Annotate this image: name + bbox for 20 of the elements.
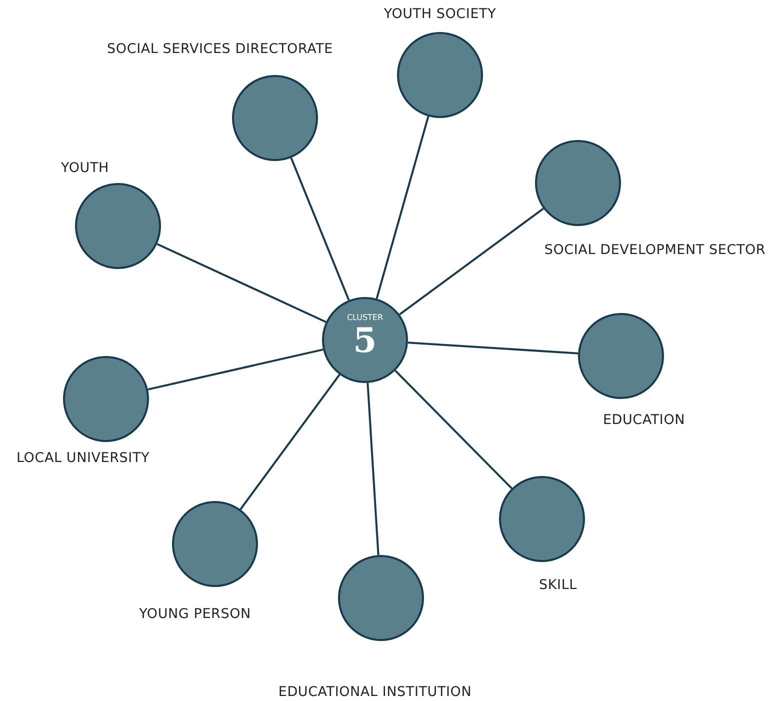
connector-line: [366, 382, 380, 556]
connector-line: [376, 116, 430, 299]
connector-line: [240, 374, 340, 510]
node-label: YOUTH SOCIETY: [384, 6, 496, 22]
node-label: LOCAL UNIVERSITY: [16, 450, 150, 466]
node-label: SOCIAL DEVELOPMENT SECTOR: [544, 242, 766, 258]
connector-line: [156, 243, 326, 323]
node-label: EDUCATIONAL INSTITUTION: [278, 684, 472, 700]
connector-line: [290, 157, 350, 301]
connector-line: [148, 348, 324, 390]
node-label: YOUTH: [61, 160, 109, 176]
node-label: SOCIAL SERVICES DIRECTORATE: [107, 41, 333, 57]
cluster-label: CLUSTER: [346, 313, 384, 322]
node-label: EDUCATION: [602, 412, 686, 428]
connector-line: [399, 208, 544, 316]
node-label: SKILL: [539, 577, 577, 593]
node-label: YOUNG PERSON: [139, 606, 251, 622]
cluster-number: 5: [352, 322, 378, 360]
connector-line: [394, 370, 512, 490]
connector-line: [408, 342, 578, 354]
